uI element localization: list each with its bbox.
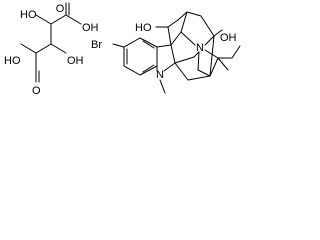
bond	[177, 11, 188, 21]
bond	[50, 14, 67, 25]
atom-label-o: O	[56, 3, 65, 15]
bond	[217, 57, 229, 71]
atom-label-oh: OH	[67, 55, 84, 67]
bond	[170, 44, 176, 64]
atom-label-o: O	[32, 85, 41, 97]
bond	[50, 43, 67, 54]
atom-label-ho: HO	[4, 55, 21, 67]
bond	[20, 43, 37, 54]
bond	[187, 75, 211, 81]
atom-label-oh: OH	[220, 32, 237, 44]
bond	[209, 57, 219, 77]
bond	[159, 79, 166, 94]
bond	[163, 62, 176, 72]
bond	[204, 49, 219, 59]
bond	[167, 26, 172, 46]
bond	[156, 44, 172, 48]
bond	[35, 14, 52, 25]
chemical-structure-figure: O OH HO OH HO O Br N	[4, 2, 241, 97]
bond	[112, 43, 125, 48]
atom-label-br: Br	[91, 39, 102, 51]
bond	[204, 35, 215, 46]
bond	[174, 62, 189, 81]
atom-label-ho: HO	[135, 22, 152, 34]
bond	[167, 19, 179, 28]
bond	[180, 11, 188, 33]
bond	[142, 40, 155, 49]
alkaloid: Br N HO N OH	[91, 11, 241, 94]
bond	[65, 14, 82, 25]
bond	[174, 56, 195, 64]
bond	[231, 45, 241, 59]
bond	[170, 31, 182, 46]
bond	[213, 29, 223, 37]
bond	[193, 51, 200, 58]
benzene-ring	[123, 37, 158, 76]
bond	[186, 11, 202, 17]
bond	[197, 69, 211, 77]
atom-label-n: N	[156, 69, 164, 81]
atom-label-oh: OH	[82, 22, 99, 34]
bond	[200, 15, 215, 37]
atom-label-ho: HO	[20, 9, 37, 21]
bond	[209, 35, 215, 77]
atom-label-n: N	[196, 42, 204, 54]
bond	[142, 64, 155, 73]
bond	[180, 31, 196, 46]
bond	[197, 51, 200, 71]
tartaric-acid: O OH HO OH HO O	[4, 2, 99, 97]
bond	[35, 43, 52, 54]
